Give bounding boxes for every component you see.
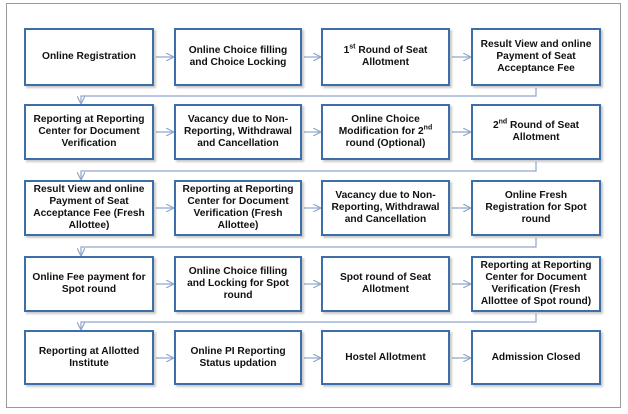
flow-step-label-superscript: nd bbox=[498, 118, 508, 126]
flow-step-box: Reporting at Reporting Center for Docume… bbox=[24, 104, 154, 160]
flow-step-label-part: 1 bbox=[343, 45, 350, 56]
flow-step-label-part: Round of Seat Allotment bbox=[355, 45, 428, 68]
flow-step-label: Reporting at Reporting Center for Docume… bbox=[480, 260, 592, 307]
connectors bbox=[81, 57, 537, 358]
flow-step-label: Result View and online Payment of Seat A… bbox=[33, 184, 145, 231]
flow-step-label-part: Online Choice Modification for 2 bbox=[338, 114, 424, 137]
flow-step-label: Reporting at Reporting Center for Docume… bbox=[33, 114, 145, 149]
row-connector-arrow bbox=[81, 162, 537, 179]
flow-step-box: Result View and online Payment of Seat A… bbox=[24, 180, 154, 236]
flow-step-box: Reporting at Reporting Center for Docume… bbox=[174, 180, 302, 236]
flow-step-box: 2nd Round of Seat Allotment bbox=[471, 104, 601, 160]
flow-step-label: Reporting at Allotted Institute bbox=[38, 345, 140, 369]
flow-step-box: Hostel Allotment bbox=[321, 330, 450, 385]
flow-step-label-superscript: nd bbox=[423, 124, 433, 132]
flow-step-label: Admission Closed bbox=[491, 351, 581, 363]
flow-step-box: Vacancy due to Non-Reporting, Withdrawal… bbox=[321, 180, 450, 236]
flow-step-label: Online PI Reporting Status updation bbox=[190, 345, 286, 369]
flow-step-box: Online Choice filling and Choice Locking bbox=[174, 28, 302, 86]
flow-step-label-part: 2 bbox=[492, 120, 499, 131]
flow-step-label: Online Choice Modification for 2nd round… bbox=[326, 114, 445, 150]
flow-step-label: Reporting at Reporting Center for Docume… bbox=[182, 184, 294, 231]
flow-step-box: Spot round of Seat Allotment bbox=[321, 256, 450, 312]
flow-step-box: Online Fresh Registration for Spot round bbox=[471, 180, 601, 236]
flow-step-label: 2nd Round of Seat Allotment bbox=[476, 118, 596, 144]
flow-step-box: Online Fee payment for Spot round bbox=[24, 256, 154, 312]
flow-step-label: Vacancy due to Non-Reporting, Withdrawal… bbox=[331, 190, 440, 225]
flow-step-label-superscript: st bbox=[349, 43, 356, 51]
flow-step-label-part: round (Optional) bbox=[345, 138, 426, 149]
flow-step-label: Online Registration bbox=[42, 51, 136, 62]
flow-step-label: Hostel Allotment bbox=[345, 351, 426, 363]
flow-step-label: Vacancy due to Non-Reporting, Withdrawal… bbox=[183, 114, 292, 149]
flow-step-label: Spot round of Seat Allotment bbox=[339, 272, 432, 295]
flow-step-box: Reporting at Allotted Institute bbox=[24, 330, 154, 385]
flow-step-box: Online PI Reporting Status updation bbox=[174, 330, 302, 385]
row-connector-arrow bbox=[81, 238, 537, 255]
flow-step-box: 1st Round of Seat Allotment bbox=[321, 28, 450, 86]
row-connector-arrow bbox=[81, 314, 537, 329]
flow-step-box: Reporting at Reporting Center for Docume… bbox=[471, 256, 601, 312]
flow-step-label-part: Round of Seat Allotment bbox=[507, 120, 580, 143]
flow-step-label: Online Choice filling and Locking for Sp… bbox=[187, 266, 289, 301]
flow-step-box: Admission Closed bbox=[471, 330, 601, 385]
flow-step-label: 1st Round of Seat Allotment bbox=[326, 43, 445, 69]
flow-step-box: Online Choice filling and Locking for Sp… bbox=[174, 256, 302, 312]
flow-step-label: Online Choice filling and Choice Locking bbox=[188, 45, 288, 68]
flow-step-label: Online Fee payment for Spot round bbox=[32, 272, 146, 295]
row-connector-arrow bbox=[81, 88, 537, 103]
flow-step-label: Online Fresh Registration for Spot round bbox=[485, 190, 587, 225]
flow-step-box: Online Registration bbox=[24, 28, 154, 86]
flow-step-label: Result View and online Payment of Seat A… bbox=[480, 39, 592, 74]
flow-step-box: Vacancy due to Non-Reporting, Withdrawal… bbox=[174, 104, 302, 160]
flow-step-box: Result View and online Payment of Seat A… bbox=[471, 28, 601, 86]
flow-step-box: Online Choice Modification for 2nd round… bbox=[321, 104, 450, 160]
